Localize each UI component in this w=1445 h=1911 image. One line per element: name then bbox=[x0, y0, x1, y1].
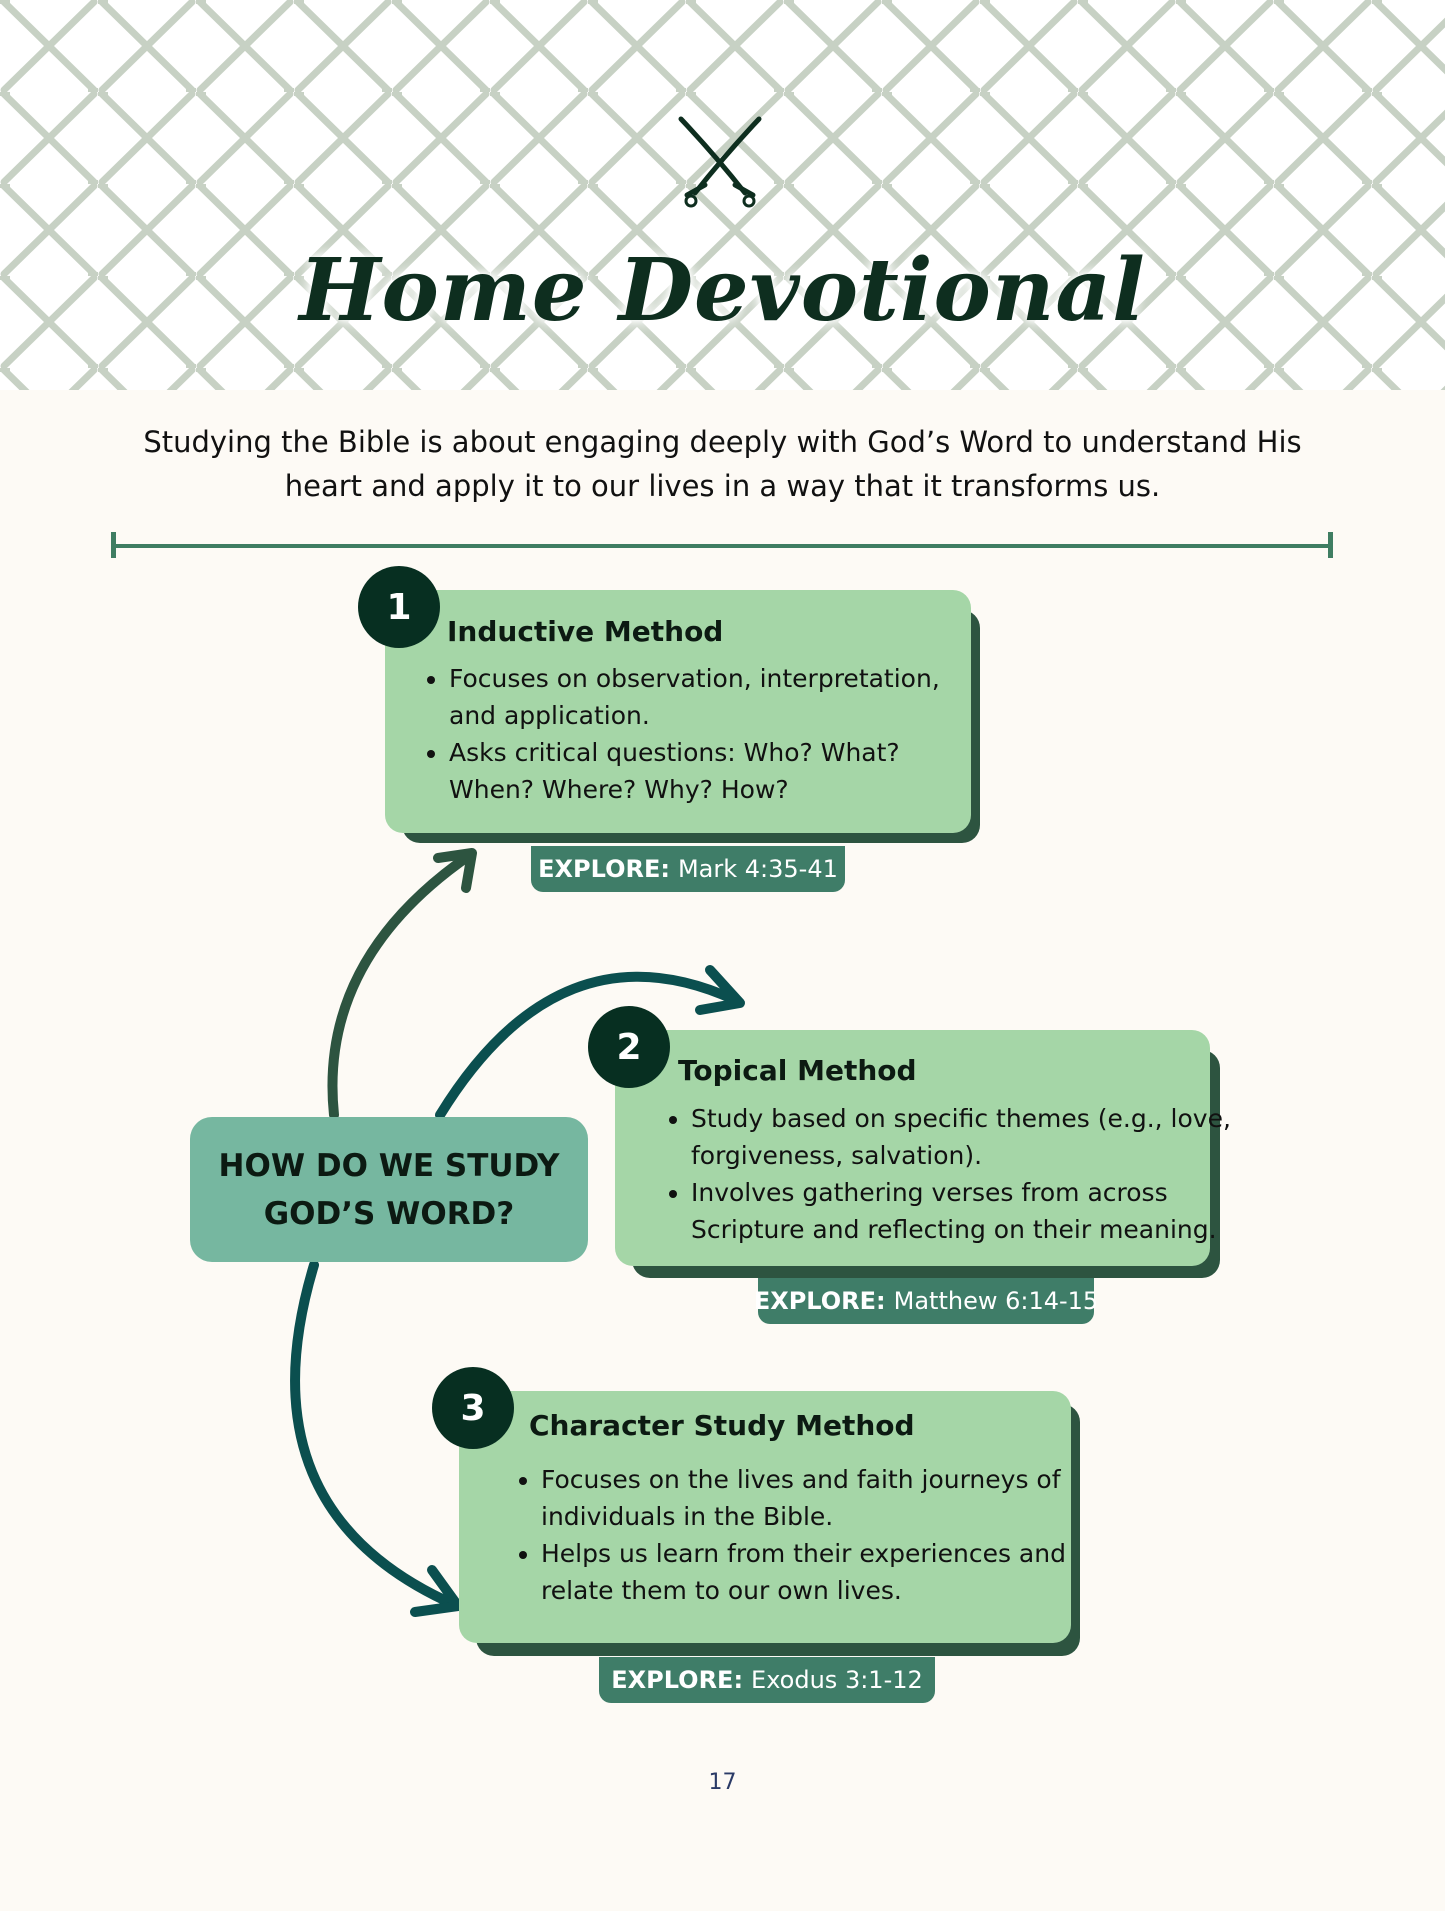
page-number: 17 bbox=[708, 1770, 737, 1795]
method-3-number-badge: 3 bbox=[432, 1367, 514, 1449]
explore-label: EXPLORE: bbox=[753, 1287, 886, 1315]
method-1-number-badge: 1 bbox=[358, 566, 440, 648]
method-3-explore-tag: EXPLORE: Exodus 3:1-12 bbox=[599, 1657, 935, 1703]
method-1-bullet: Focuses on observation, interpretation, … bbox=[449, 660, 989, 734]
method-2-bullet: Study based on specific themes (e.g., lo… bbox=[691, 1100, 1236, 1174]
method-1-bullets: Focuses on observation, interpretation, … bbox=[415, 660, 989, 808]
arrow-to-method-3 bbox=[290, 1260, 460, 1610]
lattice-pattern bbox=[0, 0, 1445, 390]
intro-text: Studying the Bible is about engaging dee… bbox=[143, 425, 1302, 503]
method-1-bullet: Asks critical questions: Who? What? When… bbox=[449, 734, 989, 808]
central-question-line-1: HOW DO WE STUDY bbox=[218, 1147, 560, 1184]
method-2-bullet: Involves gathering verses from across Sc… bbox=[691, 1174, 1236, 1248]
explore-reference: Mark 4:35-41 bbox=[677, 855, 838, 883]
method-2-title: Topical Method bbox=[678, 1054, 917, 1087]
method-3-bullets: Focuses on the lives and faith journeys … bbox=[507, 1461, 1096, 1609]
crossed-swords-icon bbox=[678, 116, 762, 208]
arrow-head-3-icon bbox=[410, 1565, 463, 1617]
explore-label: EXPLORE: bbox=[538, 855, 670, 883]
central-question-box: HOW DO WE STUDY GOD’S WORD? bbox=[190, 1117, 588, 1262]
method-2-number-badge: 2 bbox=[588, 1006, 670, 1088]
arrow-head-1-icon bbox=[433, 848, 477, 893]
arrow-head-2-icon bbox=[695, 965, 745, 1015]
method-2-card: Topical Method Study based on specific t… bbox=[615, 1030, 1231, 1266]
method-1-title: Inductive Method bbox=[447, 615, 724, 648]
method-2-explore-tag: EXPLORE: Matthew 6:14-15 bbox=[754, 1278, 1098, 1324]
explore-label: EXPLORE: bbox=[611, 1666, 744, 1694]
method-1-card: Inductive Method Focuses on observation,… bbox=[385, 590, 971, 833]
method-3-title: Character Study Method bbox=[529, 1409, 915, 1442]
arrow-to-method-1 bbox=[327, 850, 475, 1120]
method-3-bullet: Focuses on the lives and faith journeys … bbox=[541, 1461, 1096, 1535]
header-banner: Home Devotional bbox=[0, 0, 1445, 390]
arrow-to-method-2 bbox=[435, 971, 740, 1120]
page-title: Home Devotional bbox=[299, 240, 1146, 341]
divider-rule bbox=[113, 544, 1331, 548]
method-1-explore-tag: EXPLORE: Mark 4:35-41 bbox=[531, 846, 845, 892]
divider-cap-left bbox=[111, 532, 116, 558]
central-question-line-2: GOD’S WORD? bbox=[263, 1195, 515, 1232]
method-3-bullet: Helps us learn from their experiences an… bbox=[541, 1535, 1096, 1609]
divider-cap-right bbox=[1328, 532, 1333, 558]
method-3-card: Character Study Method Focuses on the li… bbox=[459, 1391, 1071, 1643]
explore-reference: Matthew 6:14-15 bbox=[893, 1287, 1099, 1315]
method-2-bullets: Study based on specific themes (e.g., lo… bbox=[657, 1100, 1236, 1248]
explore-reference: Exodus 3:1-12 bbox=[751, 1666, 923, 1694]
